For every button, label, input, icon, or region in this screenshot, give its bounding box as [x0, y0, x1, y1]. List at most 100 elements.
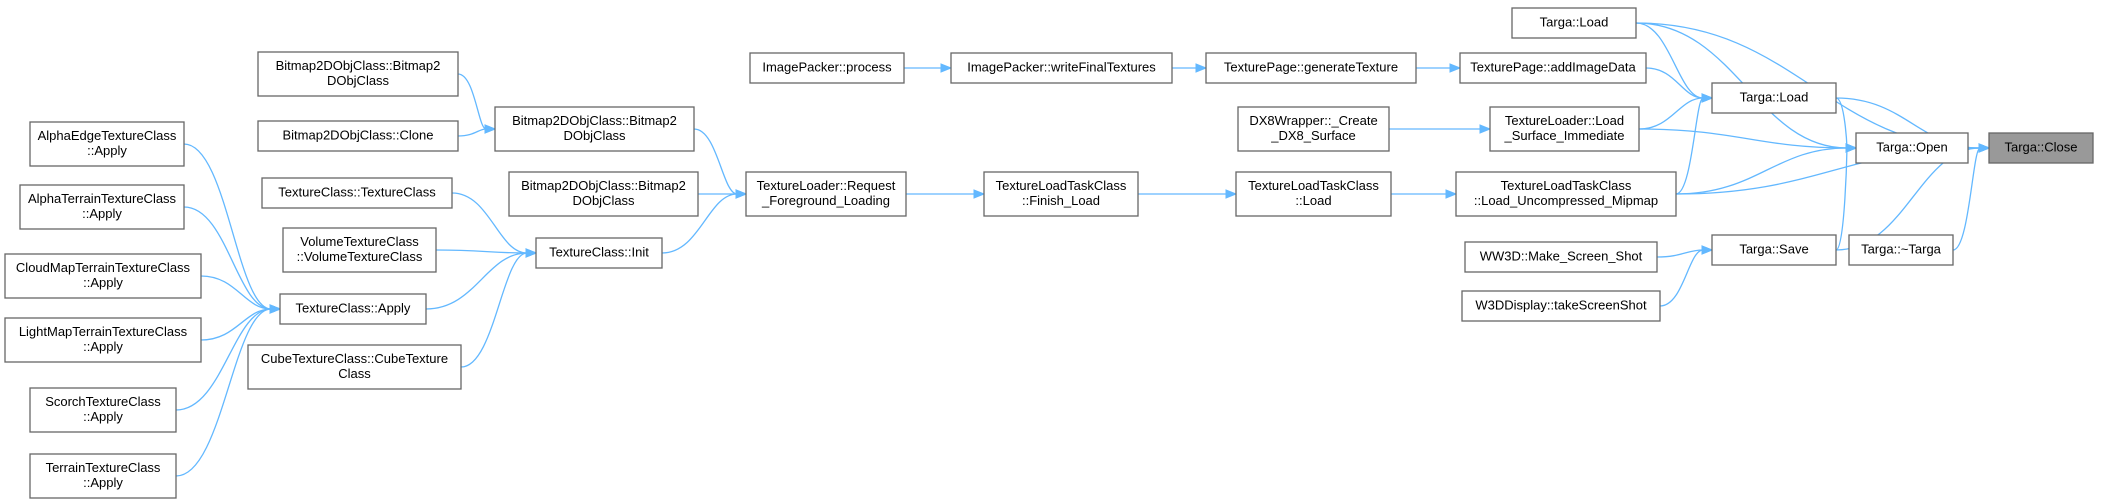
node-box — [257, 51, 459, 97]
edge-line — [183, 206, 272, 310]
edge-arrowhead — [1701, 245, 1714, 255]
node-label: TextureLoader::Request — [757, 178, 896, 193]
edge-cubector-to-texinit — [460, 248, 538, 368]
node-box — [19, 184, 185, 230]
node-tdtor[interactable]: Targa::~Targa — [1848, 234, 1954, 266]
edge-line — [1835, 97, 1848, 149]
edge-b2dclone-to-b2d_b — [457, 124, 497, 137]
node-tltload[interactable]: TextureLoadTaskClass::Load — [1235, 171, 1392, 217]
edge-line — [435, 249, 528, 254]
node-label: ImagePacker::writeFinalTextures — [967, 60, 1156, 75]
node-takeshot[interactable]: W3DDisplay::takeScreenShot — [1461, 290, 1661, 322]
node-box — [1461, 290, 1661, 322]
node-box — [4, 253, 202, 299]
node-label: TextureClass::Apply — [296, 301, 411, 316]
node-label: W3DDisplay::takeScreenShot — [1475, 298, 1647, 313]
node-b2dclone[interactable]: Bitmap2DObjClass::Clone — [257, 120, 459, 152]
node-writefinal[interactable]: ImagePacker::writeFinalTextures — [950, 52, 1173, 84]
node-close[interactable]: Targa::Close — [1988, 132, 2094, 164]
node-box — [1988, 132, 2094, 164]
node-label: Targa::~Targa — [1861, 242, 1942, 257]
node-label: TexturePage::addImageData — [1470, 60, 1636, 75]
nodes-layer: Targa::CloseTarga::LoadTarga::LoadTarga:… — [4, 7, 2094, 499]
node-b2d_c[interactable]: Bitmap2DObjClass::Bitmap2DObjClass — [508, 171, 699, 217]
edge-line — [1638, 128, 1848, 149]
edge-line — [457, 128, 487, 137]
edge-dx8-to-surfimm — [1388, 124, 1492, 134]
node-label: _DX8_Surface — [1270, 128, 1356, 143]
node-label: Bitmap2DObjClass::Clone — [282, 128, 433, 143]
node-volctor[interactable]: VolumeTextureClass::VolumeTextureClass — [282, 227, 437, 273]
node-texctor[interactable]: TextureClass::TextureClass — [261, 177, 453, 209]
node-label: DObjClass — [563, 128, 626, 143]
edge-line — [1675, 97, 1704, 195]
node-box — [494, 106, 695, 152]
edge-arrowhead — [735, 189, 748, 199]
node-texinit[interactable]: TextureClass::Init — [535, 237, 663, 269]
edge-arrowhead — [1195, 63, 1208, 73]
edge-line — [661, 193, 738, 254]
node-texapply[interactable]: TextureClass::Apply — [279, 293, 427, 325]
node-b2d_b[interactable]: Bitmap2DObjClass::Bitmap2DObjClass — [494, 106, 695, 152]
node-b2d_a[interactable]: Bitmap2DObjClass::Bitmap2DObjClass — [257, 51, 459, 97]
node-alphaterrain[interactable]: AlphaTerrainTextureClass::Apply — [19, 184, 185, 230]
node-terrain[interactable]: TerrainTextureClass::Apply — [29, 453, 177, 499]
node-scorch[interactable]: ScorchTextureClass::Apply — [29, 387, 177, 433]
node-label: ::Apply — [83, 275, 123, 290]
edge-line — [425, 252, 528, 310]
node-box — [282, 227, 437, 273]
node-box — [1464, 241, 1658, 273]
node-box — [1235, 171, 1392, 217]
edge-texapply-to-texinit — [425, 248, 538, 310]
node-gentex[interactable]: TexturePage::generateTexture — [1205, 52, 1417, 84]
node-label: DObjClass — [327, 73, 390, 88]
node-label: Bitmap2DObjClass::Bitmap2 — [521, 178, 686, 193]
node-box — [261, 177, 453, 209]
node-label: ::Apply — [83, 339, 123, 354]
node-cubector[interactable]: CubeTextureClass::CubeTextureClass — [247, 344, 462, 390]
node-surfimm[interactable]: TextureLoader::Load_Surface_Immediate — [1489, 106, 1640, 152]
edge-line — [200, 275, 272, 310]
node-label: TexturePage::generateTexture — [1224, 60, 1398, 75]
edge-line — [175, 308, 272, 477]
node-addimg[interactable]: TexturePage::addImageData — [1459, 52, 1647, 84]
node-screenshot[interactable]: WW3D::Make_Screen_Shot — [1464, 241, 1658, 273]
edge-arrowhead — [1445, 189, 1458, 199]
node-lightmap[interactable]: LightMapTerrainTextureClass::Apply — [4, 317, 202, 363]
node-label: ::Load — [1295, 193, 1331, 208]
node-label: WW3D::Make_Screen_Shot — [1480, 249, 1643, 264]
node-alphaedge[interactable]: AlphaEdgeTextureClass::Apply — [29, 121, 185, 167]
node-label: _Foreground_Loading — [761, 193, 890, 208]
node-cloudmap[interactable]: CloudMapTerrainTextureClass::Apply — [4, 253, 202, 299]
edge-cloudmap-to-texapply — [200, 275, 282, 314]
node-dx8[interactable]: DX8Wrapper::_Create_DX8_Surface — [1237, 106, 1390, 152]
edge-line — [1675, 147, 1848, 195]
edge-tsave-to-topen — [1835, 143, 1858, 251]
edge-takeshot-to-tsave — [1659, 245, 1714, 307]
node-label: Targa::Save — [1739, 242, 1808, 257]
node-label: ::Apply — [87, 143, 127, 158]
edge-line — [1635, 22, 1704, 99]
node-process[interactable]: ImagePacker::process — [749, 52, 905, 84]
node-box — [1848, 234, 1954, 266]
node-box — [4, 317, 202, 363]
edge-line — [693, 128, 738, 195]
node-box — [1459, 52, 1647, 84]
edge-line — [1952, 147, 1981, 251]
node-box — [1205, 52, 1417, 84]
edge-line — [1645, 67, 1704, 99]
node-label: TextureClass::Init — [549, 245, 649, 260]
edge-arrowhead — [269, 304, 282, 314]
node-topen[interactable]: Targa::Open — [1855, 132, 1969, 164]
node-request[interactable]: TextureLoader::Request_Foreground_Loadin… — [745, 171, 907, 217]
node-label: ::VolumeTextureClass — [297, 249, 423, 264]
node-uncomp[interactable]: TextureLoadTaskClass::Load_Uncompressed_… — [1455, 171, 1677, 217]
node-box — [1455, 171, 1677, 217]
node-box — [1511, 7, 1637, 39]
node-tload_mid[interactable]: Targa::Load — [1711, 82, 1837, 114]
node-tsave[interactable]: Targa::Save — [1711, 234, 1837, 266]
edge-line — [183, 143, 272, 310]
edge-texinit-to-request — [661, 189, 748, 254]
node-finish[interactable]: TextureLoadTaskClass::Finish_Load — [983, 171, 1139, 217]
node-tload_top[interactable]: Targa::Load — [1511, 7, 1637, 39]
